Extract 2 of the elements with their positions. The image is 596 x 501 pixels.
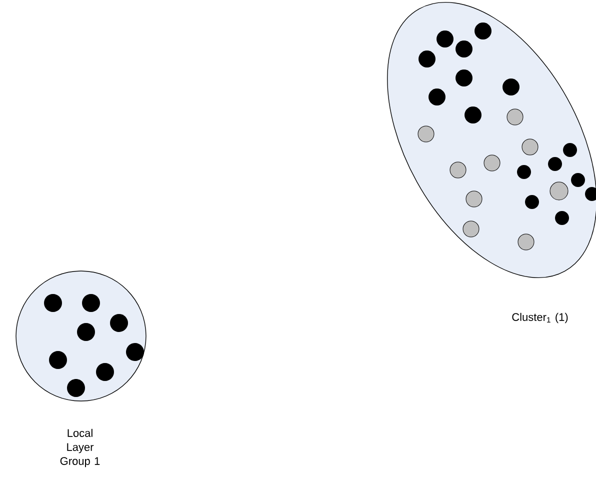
cluster-label: Local Layer Group 1 <box>60 428 100 468</box>
cluster-label: Cluster$_{1}$ (1) <box>512 312 568 324</box>
